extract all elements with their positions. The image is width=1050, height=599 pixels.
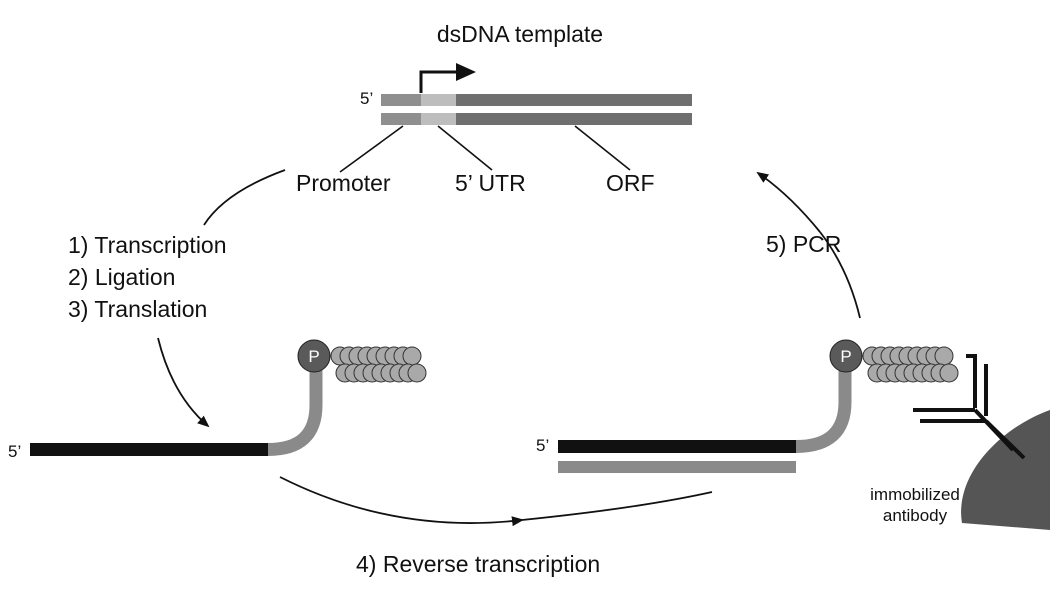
antibody-label-line2: antibody <box>883 506 948 525</box>
utr-label: 5’ UTR <box>455 170 526 196</box>
arc-template-to-steps <box>203 169 286 226</box>
amino-acid-bead <box>934 346 954 366</box>
antibody-icon <box>913 354 1026 460</box>
mrna-five-prime-label: 5’ <box>8 442 21 461</box>
arc-reverse-transcription-a <box>279 476 524 527</box>
utr-segment-bottom <box>421 113 456 125</box>
puromycin-linker-right <box>795 370 852 453</box>
cdna-strand <box>558 461 796 473</box>
transcription-start-arrow-icon <box>419 63 476 93</box>
arc-reverse-transcription-b <box>521 491 713 521</box>
orf-segment-top <box>456 94 692 106</box>
puromycin-label-right: P <box>840 347 851 366</box>
arc-steps-to-fusion <box>157 337 210 428</box>
utr-segment-top <box>421 94 456 106</box>
puromycin-icon-right <box>829 339 863 373</box>
amino-acid-bead <box>407 363 427 383</box>
amino-acid-bead <box>939 363 959 383</box>
orf-segment-bottom <box>456 113 692 125</box>
puromycin-icon <box>297 339 331 373</box>
step-transcription-label: 1) Transcription <box>68 232 227 258</box>
arc-pcr-a <box>819 231 861 319</box>
diagram-title: dsDNA template <box>437 21 603 47</box>
puromycin-label: P <box>308 347 319 366</box>
solid-support-blob <box>961 410 1050 530</box>
promoter-segment-top <box>381 94 421 106</box>
orf-label: ORF <box>606 170 655 196</box>
step-reverse-transcription-label: 4) Reverse transcription <box>356 551 600 577</box>
promoter-segment-bottom <box>381 113 421 125</box>
step-pcr-label: 5) PCR <box>766 231 841 257</box>
protein-chain-right <box>862 346 959 383</box>
cdna-protein-fusion: 5’ P <box>536 339 959 473</box>
mrna-protein-fusion: 5’ P <box>8 339 427 461</box>
cdna-five-prime-label: 5’ <box>536 436 549 455</box>
orf-pointer <box>574 125 631 171</box>
amino-acid-bead <box>402 346 422 366</box>
antibody-label-line1: immobilized <box>870 485 960 504</box>
arc-pcr-b <box>756 171 821 233</box>
immobilized-antibody: immobilized antibody <box>870 354 1050 530</box>
step-translation-label: 3) Translation <box>68 296 207 322</box>
utr-pointer <box>437 125 493 171</box>
protein-chain <box>330 346 427 383</box>
dsdna-template: 5’ Promoter 5’ UTR ORF <box>296 63 692 196</box>
puromycin-linker <box>267 370 323 456</box>
promoter-pointer <box>339 125 404 173</box>
mrna-strand <box>30 443 268 456</box>
template-five-prime-label: 5’ <box>360 89 373 108</box>
step-ligation-label: 2) Ligation <box>68 264 175 290</box>
mrna-strand-right <box>558 440 796 453</box>
promoter-label: Promoter <box>296 170 391 196</box>
